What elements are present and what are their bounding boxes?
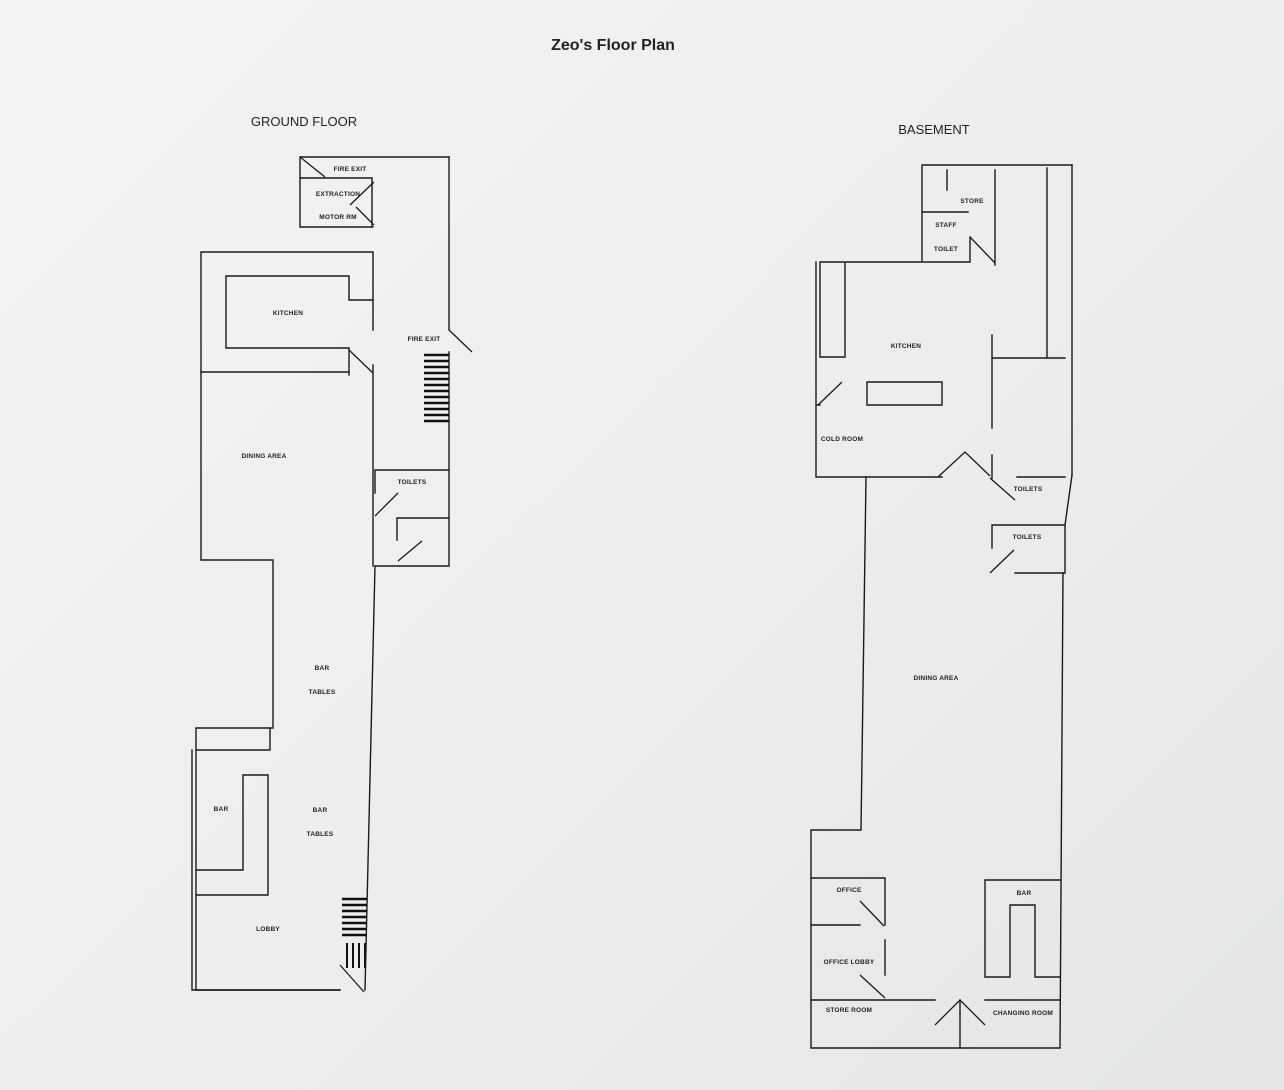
gf-kitchen-outer-wall <box>195 251 374 991</box>
basement-heading: BASEMENT <box>898 122 970 137</box>
ground-floor-heading: GROUND FLOOR <box>251 114 357 129</box>
bs-label-cold-room: COLD ROOM <box>821 436 863 443</box>
bs-office-lobby-door <box>859 974 886 999</box>
bs-dining-right-wall <box>1064 474 1073 526</box>
bs-dining-left-wall <box>810 476 1064 1049</box>
bs-label-staff: STAFF <box>935 222 956 229</box>
ground-floor-plan: GROUND FLOOR <box>191 114 473 993</box>
gf-label-toilets: TOILETS <box>398 479 427 486</box>
gf-bar-zone-wall <box>195 727 271 896</box>
gf-kitchen-door <box>348 349 374 374</box>
bs-label-kitchen: KITCHEN <box>891 343 921 350</box>
bs-right-column-wall <box>991 164 1073 476</box>
bs-label-office: OFFICE <box>836 887 861 894</box>
gf-label-bar-counter: BAR <box>214 806 229 813</box>
bs-office-wall <box>810 877 886 976</box>
gf-label-bar-2: BAR <box>313 807 328 814</box>
gf-label-tables-2: TABLES <box>307 831 334 838</box>
gf-label-bar-1: BAR <box>315 665 330 672</box>
gf-fire-exit-side-door <box>448 329 473 353</box>
bs-label-store: STORE <box>960 198 984 205</box>
bs-label-changing-room: CHANGING ROOM <box>993 1010 1053 1017</box>
gf-label-dining-area: DINING AREA <box>242 453 287 460</box>
gf-label-fire-exit-side: FIRE EXIT <box>408 336 441 343</box>
plan-title: Zeo's Floor Plan <box>551 37 675 54</box>
gf-lobby-entrance-door <box>339 964 365 993</box>
gf-hall-right-wall <box>364 565 376 991</box>
bs-staff-toilet-door <box>969 236 996 264</box>
gf-toilet-door-2 <box>397 540 423 562</box>
bs-store-block-wall <box>819 164 1073 358</box>
bs-kitchen-zone-wall <box>815 261 993 479</box>
gf-kitchen-inner-wall <box>225 275 374 376</box>
bs-toilets-door-1 <box>989 477 1016 501</box>
bs-office-door <box>859 900 885 927</box>
gf-toilet-door-1 <box>374 492 399 517</box>
bs-bar-wall <box>984 879 1061 978</box>
bs-label-bar: BAR <box>1017 890 1032 897</box>
bs-label-dining-area: DINING AREA <box>914 675 959 682</box>
gf-label-kitchen: KITCHEN <box>273 310 303 317</box>
bs-label-toilets-2: TOILETS <box>1013 534 1042 541</box>
bs-cold-room-door <box>817 381 843 406</box>
gf-extraction-block-wall <box>299 156 450 228</box>
gf-bar-left-wall <box>191 749 341 991</box>
gf-toilets-wall <box>374 469 450 541</box>
gf-label-lobby: LOBBY <box>256 926 280 933</box>
bs-store-room-wall <box>810 999 1061 1049</box>
basement-plan: BASEMENT STORE STAFF TOILET KITCHEN COLD… <box>810 122 1073 1049</box>
bs-label-toilets-1: TOILETS <box>1014 486 1043 493</box>
bs-store-changing-doors <box>934 999 986 1026</box>
bs-label-store-room: STORE ROOM <box>826 1007 872 1014</box>
gf-extraction-door <box>349 181 375 226</box>
gf-stairs-upper <box>424 353 449 423</box>
gf-fire-exit-top-door <box>299 156 326 178</box>
gf-label-fire-exit-top: FIRE EXIT <box>334 166 367 173</box>
gf-label-motor-rm: MOTOR RM <box>319 214 357 221</box>
bs-toilets-door-2 <box>989 549 1015 574</box>
bs-label-office-lobby: OFFICE LOBBY <box>824 959 875 966</box>
gf-stairs-lobby <box>342 897 367 968</box>
bs-label-toilet: TOILET <box>934 246 958 253</box>
gf-label-extraction: EXTRACTION <box>316 191 360 198</box>
gf-label-tables-1: TABLES <box>309 689 336 696</box>
bs-kitchen-double-door <box>937 451 991 478</box>
